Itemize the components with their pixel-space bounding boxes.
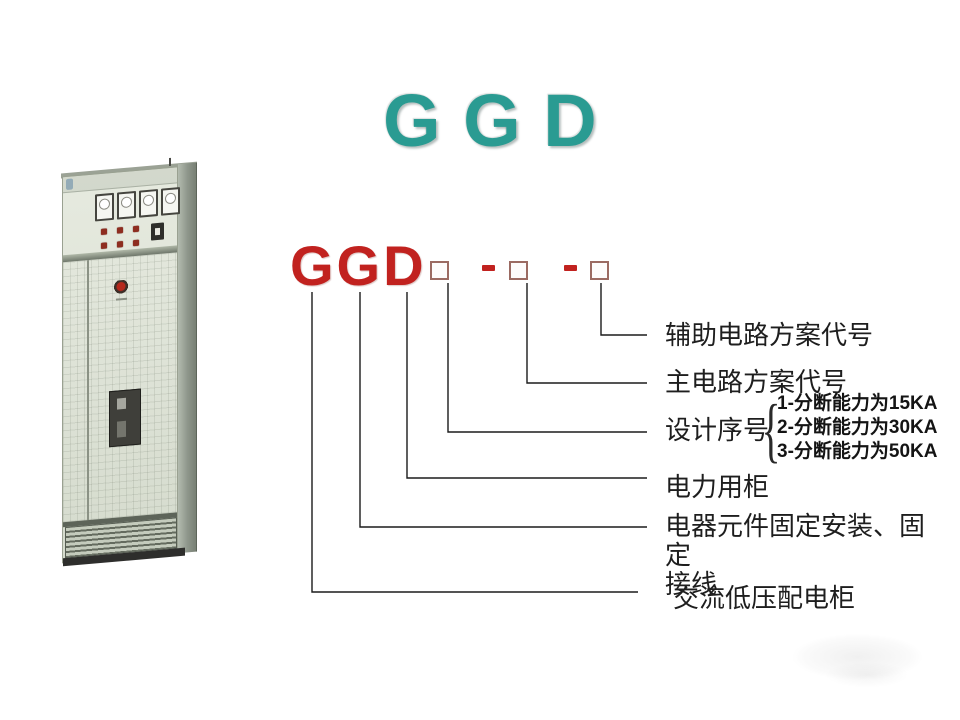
label-power-cabinet: 电力用柜 bbox=[665, 473, 770, 502]
connector-ac-lv-cabinet bbox=[311, 292, 638, 593]
page-title: G G D bbox=[383, 79, 598, 162]
model-code-placeholder-1 bbox=[430, 261, 449, 280]
model-code-dash-2: - bbox=[564, 265, 577, 271]
model-code-placeholder-2 bbox=[509, 261, 528, 280]
connector-fixed-install bbox=[359, 292, 647, 528]
label-ac-lv-cabinet: 交流低压配电柜 bbox=[673, 584, 856, 613]
label-design-serial: 设计序号 bbox=[665, 416, 770, 445]
watermark-smudge bbox=[770, 626, 945, 688]
connector-aux-circuit bbox=[600, 283, 647, 336]
design-option-1: 1-分断能力为15KA bbox=[777, 393, 938, 414]
label-fixed-install: 电器元件固定安装、固定 接线 bbox=[665, 512, 945, 599]
label-fixed-install-line1: 电器元件固定安装、固定 bbox=[665, 512, 926, 570]
connector-main-circuit bbox=[526, 283, 647, 384]
design-option-3: 3-分断能力为50KA bbox=[777, 441, 938, 462]
design-option-2: 2-分断能力为30KA bbox=[777, 417, 938, 438]
label-fixed-install-line2: 接线 bbox=[665, 570, 718, 599]
model-code-letters: GGD bbox=[290, 234, 427, 297]
label-aux-circuit: 辅助电路方案代号 bbox=[665, 321, 874, 350]
label-main-circuit: 主电路方案代号 bbox=[665, 368, 848, 397]
watermark-smudge-2 bbox=[812, 658, 922, 692]
model-code-dash-1: - bbox=[482, 265, 495, 271]
connector-power-cabinet bbox=[406, 292, 647, 479]
brace-glyph: { bbox=[761, 390, 781, 470]
model-code-placeholder-3 bbox=[590, 261, 609, 280]
design-option-list: 1-分断能力为15KA 2-分断能力为30KA 3-分断能力为50KA bbox=[777, 392, 937, 464]
connector-design-serial bbox=[447, 283, 647, 433]
